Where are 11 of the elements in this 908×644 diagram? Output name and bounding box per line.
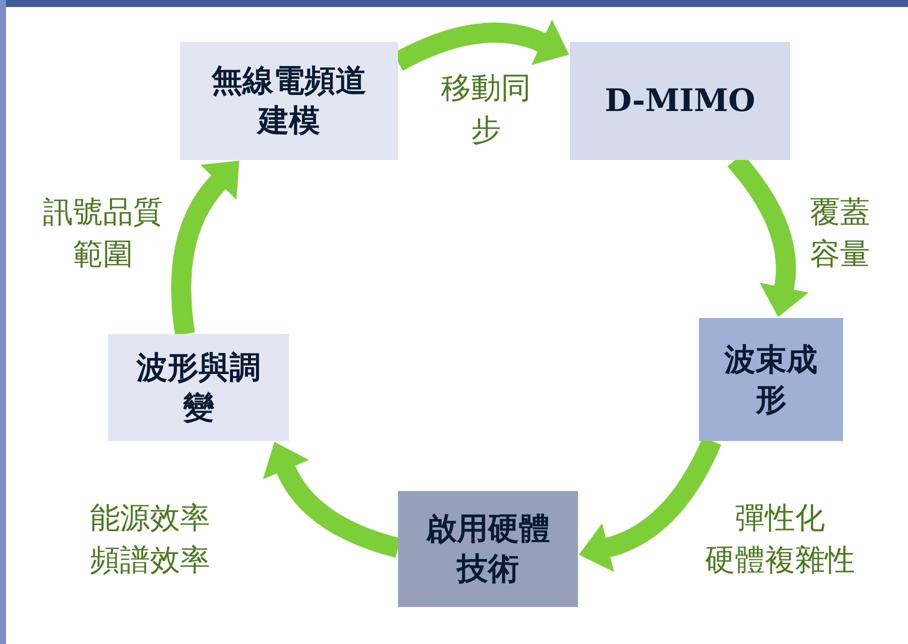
edge-label: 覆蓋容量 (809, 194, 871, 274)
process-box: 啟用硬體技術 (398, 491, 578, 607)
process-box: 波形與調變 (108, 334, 289, 441)
process-box: 波束成形 (699, 318, 843, 441)
edge-label: 移動同步 (440, 70, 532, 150)
process-box: D-MIMO (570, 42, 790, 160)
edge-label: 能源效率頻譜效率 (89, 500, 211, 580)
arrow (171, 160, 238, 336)
edge-label: 彈性化硬體複雜性 (704, 500, 856, 580)
edge-label: 訊號品質範圍 (42, 194, 164, 274)
process-box: 無線電頻道建模 (180, 42, 398, 160)
